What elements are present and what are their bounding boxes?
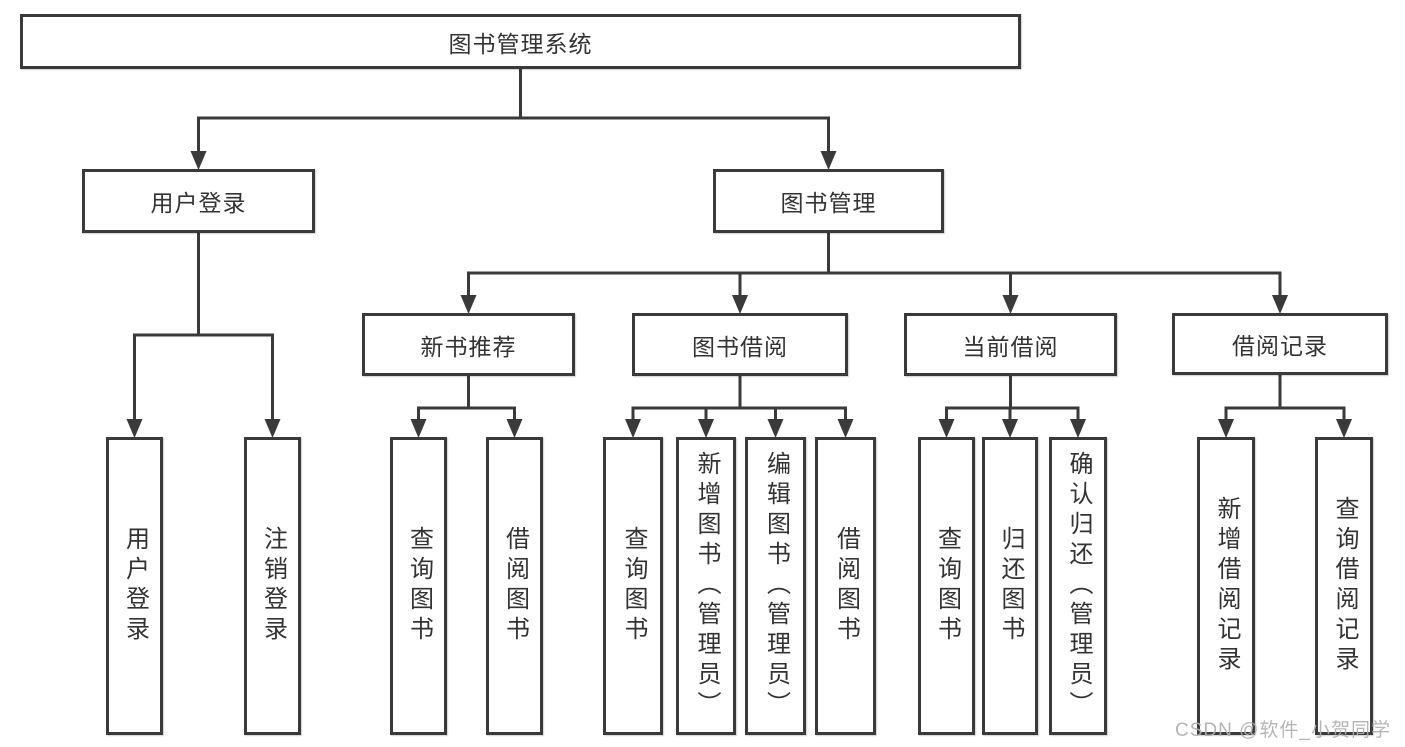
node-root: 图书管理系统 bbox=[20, 14, 1021, 69]
arrowhead-nb-query bbox=[410, 419, 427, 438]
node-nb-query: 查询图书 bbox=[390, 437, 447, 735]
node-cb-query: 查询图书 bbox=[918, 437, 975, 735]
node-label: 新增借阅记录 bbox=[1213, 496, 1240, 676]
node-label: 图书管理系统 bbox=[448, 30, 593, 57]
arrowhead-bb-borrow bbox=[837, 419, 854, 438]
node-bb-edit: 编辑图书（管理员） bbox=[745, 437, 806, 735]
arrowhead-logout bbox=[264, 419, 281, 438]
node-nb-borrow: 借阅图书 bbox=[486, 437, 543, 735]
node-label: 查询图书 bbox=[405, 526, 433, 646]
node-bb-borrow: 借阅图书 bbox=[815, 437, 876, 735]
node-cb-return: 归还图书 bbox=[982, 437, 1038, 735]
node-br-add: 新增借阅记录 bbox=[1197, 437, 1255, 735]
arrowhead-br-query bbox=[1336, 419, 1352, 438]
node-label: 查询图书 bbox=[933, 526, 961, 646]
arrowhead-book-borrow bbox=[732, 295, 748, 314]
arrowhead-bb-add bbox=[698, 419, 714, 438]
arrowhead-current-borrow bbox=[1002, 295, 1019, 314]
node-label: 图书管理 bbox=[780, 190, 877, 216]
node-label: 借阅记录 bbox=[1232, 333, 1328, 359]
node-label: 用户登录 bbox=[150, 190, 247, 216]
csdn-watermark: CSDN @软件_小贺同学 bbox=[1175, 720, 1391, 741]
node-cb-confirm: 确认归还（管理员） bbox=[1049, 437, 1107, 735]
arrowhead-cb-return bbox=[1002, 419, 1018, 438]
arrowhead-new-book bbox=[460, 295, 477, 314]
node-label: 归还图书 bbox=[997, 526, 1024, 646]
node-label: 图书借阅 bbox=[692, 333, 788, 360]
node-current-borrow: 当前借阅 bbox=[904, 313, 1117, 376]
arrowhead-borrow-record bbox=[1272, 295, 1288, 314]
node-label: 新书推荐 bbox=[420, 333, 517, 360]
node-label: 注销登录 bbox=[259, 526, 287, 646]
node-br-query: 查询借阅记录 bbox=[1315, 437, 1373, 735]
node-new-book: 新书推荐 bbox=[362, 313, 575, 376]
arrowhead-bb-edit bbox=[767, 419, 784, 438]
node-label: 编辑图书（管理员） bbox=[762, 451, 790, 721]
arrowhead-nb-borrow bbox=[506, 419, 523, 438]
node-user-login: 用户登录 bbox=[82, 169, 315, 233]
arrowhead-cb-confirm bbox=[1070, 419, 1086, 438]
node-book-mgmt: 图书管理 bbox=[713, 169, 944, 233]
node-label: 当前借阅 bbox=[962, 333, 1059, 360]
node-label: 借阅图书 bbox=[501, 526, 529, 646]
node-label: 新增图书（管理员） bbox=[693, 451, 720, 721]
node-login: 用户登录 bbox=[106, 437, 163, 735]
arrowhead-br-add bbox=[1218, 419, 1234, 438]
node-bb-add: 新增图书（管理员） bbox=[676, 437, 736, 735]
node-borrow-record: 借阅记录 bbox=[1172, 313, 1388, 375]
node-label: 查询图书 bbox=[620, 526, 647, 646]
node-bb-query: 查询图书 bbox=[603, 437, 663, 735]
node-book-borrow: 图书借阅 bbox=[632, 313, 848, 376]
arrowhead-bb-query bbox=[625, 419, 641, 438]
arrowhead-cb-query bbox=[938, 419, 955, 438]
arrowhead-user-login bbox=[190, 151, 207, 170]
node-logout: 注销登录 bbox=[244, 437, 301, 735]
arrowhead-login bbox=[126, 419, 143, 438]
node-label: 确认归还（管理员） bbox=[1065, 451, 1092, 721]
node-label: 用户登录 bbox=[121, 526, 149, 646]
arrowhead-book-mgmt bbox=[820, 151, 837, 170]
node-label: 借阅图书 bbox=[832, 526, 860, 646]
node-label: 查询借阅记录 bbox=[1331, 496, 1358, 676]
